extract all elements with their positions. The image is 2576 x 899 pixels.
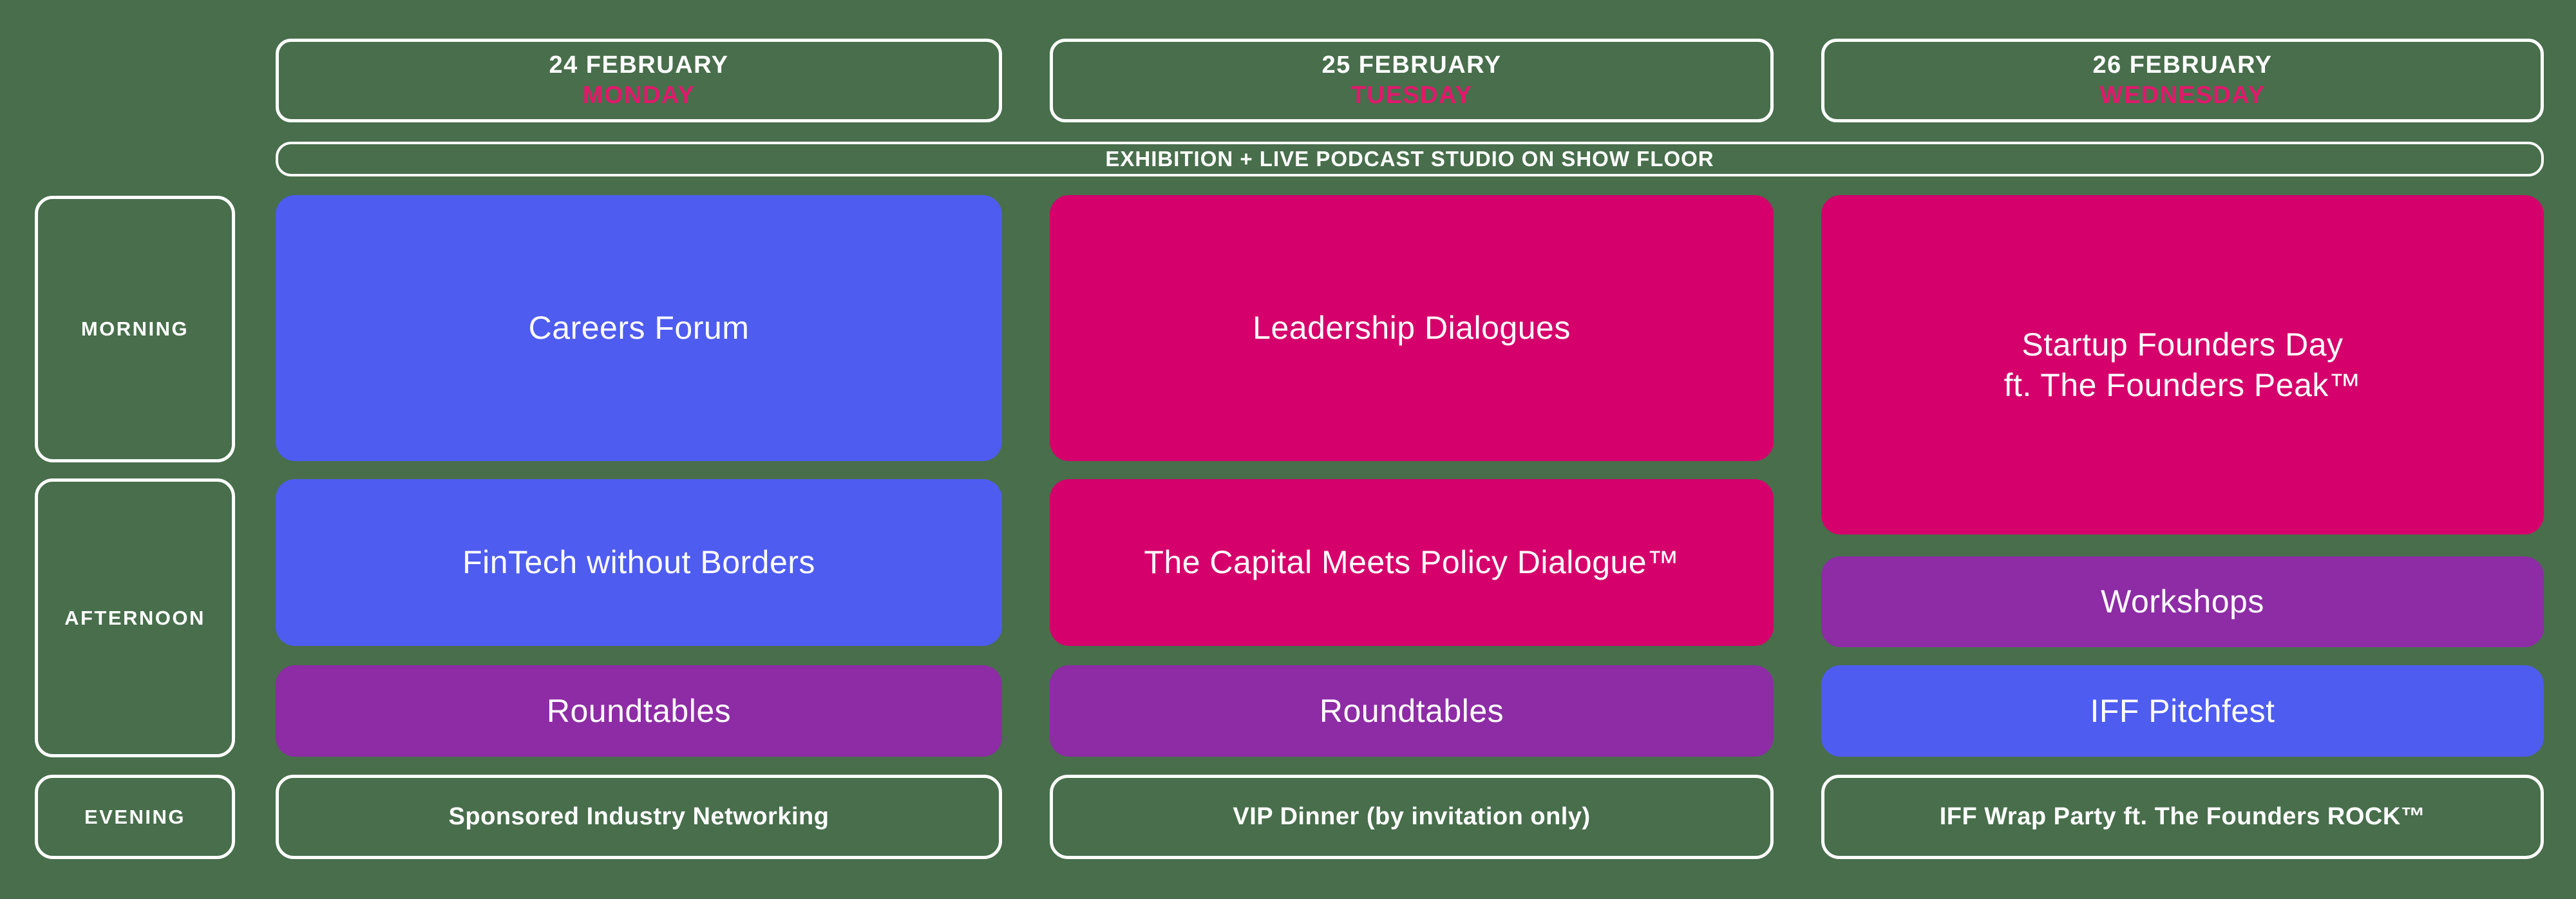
day-header-monday: 24 FEBRUARY MONDAY: [276, 39, 1002, 122]
day-weekday: WEDNESDAY: [2099, 82, 2266, 109]
day-date: 24 FEBRUARY: [549, 52, 729, 79]
exhibition-banner: EXHIBITION + LIVE PODCAST STUDIO ON SHOW…: [276, 142, 2544, 176]
event-fintech-without-borders: FinTech without Borders: [276, 479, 1002, 646]
day-weekday: TUESDAY: [1350, 82, 1473, 109]
event-capital-meets-policy-dialogue: The Capital Meets Policy Dialogue™: [1050, 479, 1774, 646]
event-workshops: Workshops: [1821, 556, 2544, 647]
day-header-tuesday: 25 FEBRUARY TUESDAY: [1050, 39, 1774, 122]
day-header-wednesday: 26 FEBRUARY WEDNESDAY: [1821, 39, 2544, 122]
event-iff-wrap-party: IFF Wrap Party ft. The Founders ROCK™: [1821, 775, 2544, 859]
event-startup-founders-day: Startup Founders Day ft. The Founders Pe…: [1821, 195, 2544, 535]
day-date: 25 FEBRUARY: [1321, 52, 1502, 79]
event-iff-pitchfest: IFF Pitchfest: [1821, 665, 2544, 757]
event-roundtables-monday: Roundtables: [276, 665, 1002, 757]
time-label-morning: MORNING: [35, 196, 235, 462]
event-sponsored-industry-networking: Sponsored Industry Networking: [276, 775, 1002, 859]
day-date: 26 FEBRUARY: [2092, 52, 2273, 79]
day-weekday: MONDAY: [582, 82, 696, 109]
exhibition-banner-label: EXHIBITION + LIVE PODCAST STUDIO ON SHOW…: [1105, 147, 1714, 171]
time-label-afternoon: AFTERNOON: [35, 478, 235, 757]
event-roundtables-tuesday: Roundtables: [1050, 665, 1774, 757]
event-leadership-dialogues: Leadership Dialogues: [1050, 195, 1774, 461]
event-vip-dinner: VIP Dinner (by invitation only): [1050, 775, 1774, 859]
event-careers-forum: Careers Forum: [276, 195, 1002, 461]
time-label-evening: EVENING: [35, 775, 235, 859]
